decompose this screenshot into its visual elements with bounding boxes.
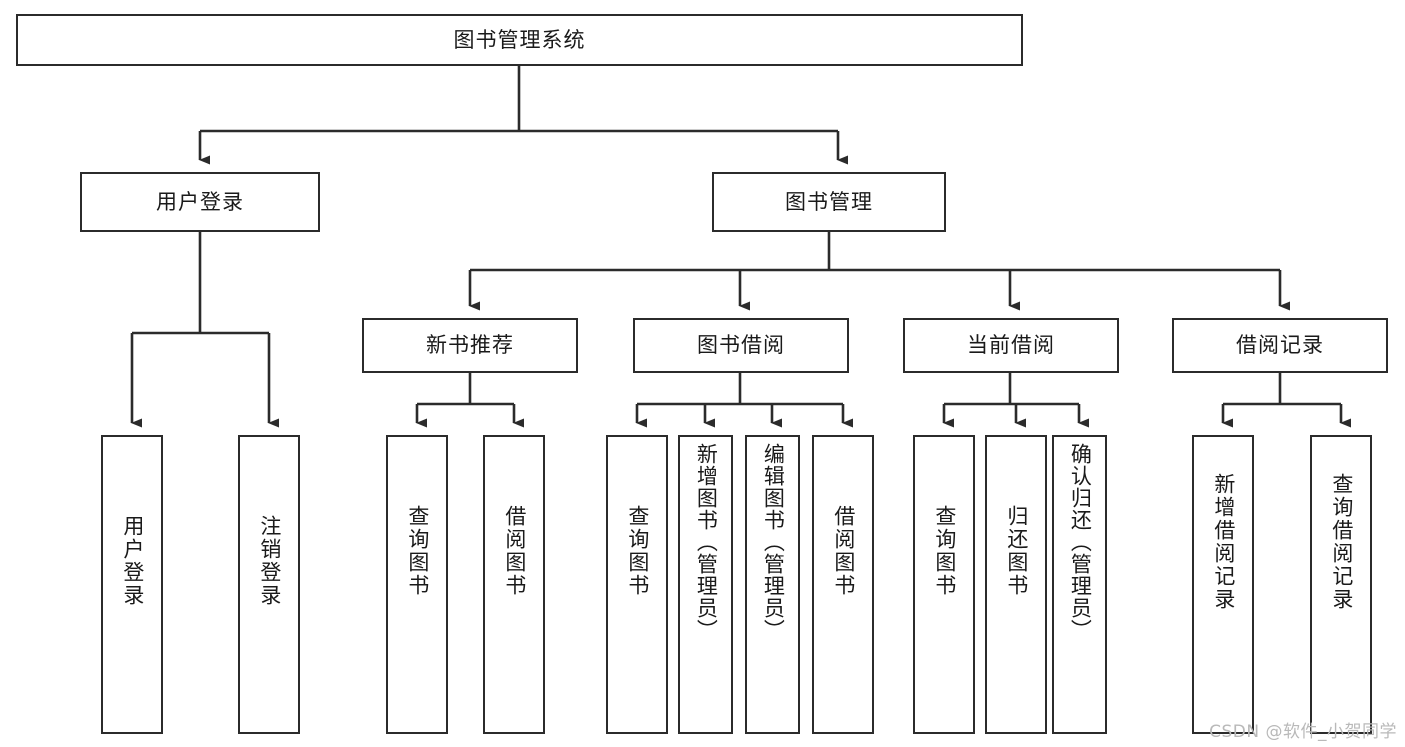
node-new-book-recommend-label: 新书推荐 [426,333,514,358]
node-current-borrow-label: 当前借阅 [967,333,1055,358]
node-leaf-add-record[interactable]: 新增借阅记录 [1192,435,1254,734]
node-leaf-query-book-cur[interactable]: 查询图书 [913,435,975,734]
node-leaf-add-book[interactable]: 新增图书（管理员） [678,435,733,734]
node-leaf-confirm-return-label: 确认归还（管理员） [1068,443,1093,641]
node-root-label: 图书管理系统 [453,27,586,52]
node-leaf-add-record-label: 新增借阅记录 [1211,473,1236,611]
node-borrow-record[interactable]: 借阅记录 [1172,318,1388,373]
node-root[interactable]: 图书管理系统 [16,14,1023,66]
node-leaf-borrow-book-label: 借阅图书 [831,505,856,597]
node-book-borrow-label: 图书借阅 [697,333,785,358]
node-leaf-borrow-book-rec-label: 借阅图书 [502,505,527,597]
node-book-borrow[interactable]: 图书借阅 [633,318,849,373]
node-leaf-return-book[interactable]: 归还图书 [985,435,1047,734]
node-leaf-query-record[interactable]: 查询借阅记录 [1310,435,1372,734]
node-user-login-label: 用户登录 [156,189,244,214]
node-leaf-query-record-label: 查询借阅记录 [1329,473,1354,611]
node-leaf-add-book-label: 新增图书（管理员） [694,443,719,641]
node-new-book-recommend[interactable]: 新书推荐 [362,318,578,373]
node-leaf-query-book-rec-label: 查询图书 [405,505,430,597]
csdn-watermark: CSDN @软件_小贺同学 [1209,722,1397,742]
node-leaf-edit-book-label: 编辑图书（管理员） [761,443,786,641]
node-leaf-query-book-borrow[interactable]: 查询图书 [606,435,668,734]
node-leaf-query-book-cur-label: 查询图书 [932,505,957,597]
node-current-borrow[interactable]: 当前借阅 [903,318,1119,373]
node-leaf-query-book-rec[interactable]: 查询图书 [386,435,448,734]
node-leaf-borrow-book[interactable]: 借阅图书 [812,435,874,734]
node-leaf-return-book-label: 归还图书 [1004,505,1029,597]
node-borrow-record-label: 借阅记录 [1236,333,1324,358]
node-leaf-user-login[interactable]: 用户登录 [101,435,163,734]
node-leaf-confirm-return[interactable]: 确认归还（管理员） [1052,435,1107,734]
node-leaf-user-login-label: 用户登录 [120,515,145,607]
node-leaf-query-book-borrow-label: 查询图书 [625,505,650,597]
node-leaf-user-logout[interactable]: 注销登录 [238,435,300,734]
node-leaf-borrow-book-rec[interactable]: 借阅图书 [483,435,545,734]
node-book-manage-label: 图书管理 [785,189,873,214]
node-leaf-edit-book[interactable]: 编辑图书（管理员） [745,435,800,734]
node-user-login[interactable]: 用户登录 [80,172,320,232]
node-book-manage[interactable]: 图书管理 [712,172,946,232]
node-leaf-user-logout-label: 注销登录 [257,515,282,607]
